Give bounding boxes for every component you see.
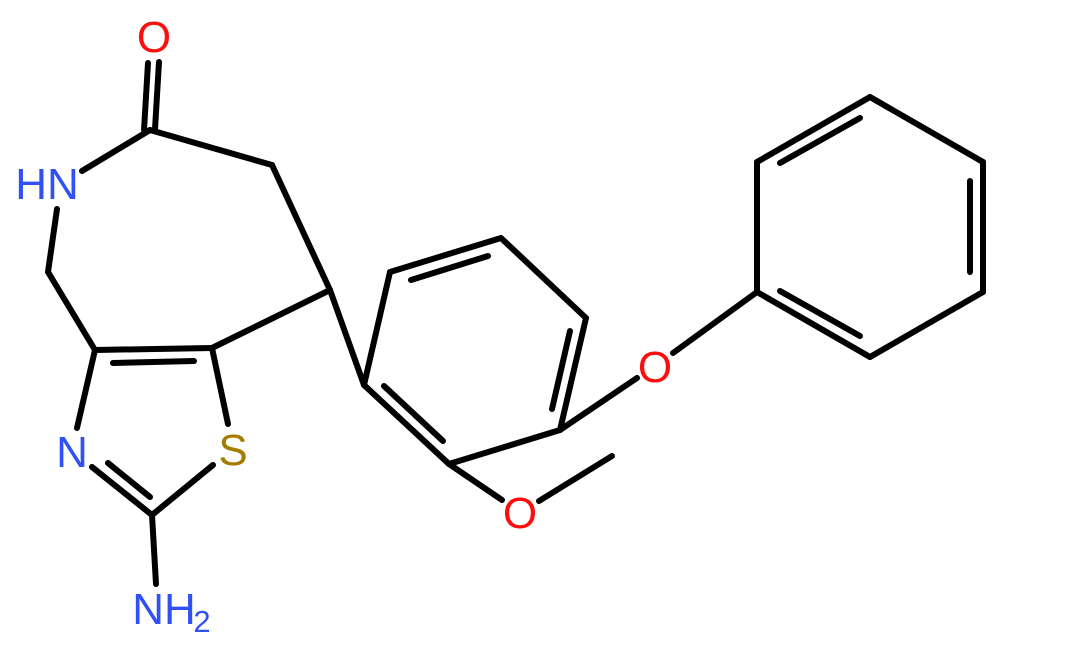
ether-bonds: [446, 289, 760, 504]
bond: [557, 375, 640, 433]
atom-labels: O HN N S NH 2 O O: [15, 13, 672, 639]
bond: [74, 347, 98, 431]
bond: [209, 345, 231, 427]
bond-inner-double: [381, 383, 446, 444]
bond: [446, 461, 505, 503]
bond-inner-double: [777, 288, 863, 339]
bond: [557, 315, 589, 433]
bond: [327, 287, 367, 388]
bond: [149, 462, 216, 518]
atom-label-ether-oxygen-upper: O: [638, 343, 672, 392]
bond-carbonyl-double: [152, 59, 162, 132]
bond: [269, 162, 333, 293]
atom-label-amine-nh2-subscript: 2: [193, 604, 210, 639]
bond-methyl: [536, 453, 615, 504]
bond-inner-double: [549, 328, 573, 412]
atom-label-amide-nh: HN: [15, 160, 79, 209]
bond: [498, 235, 589, 321]
thiazole-ring-bonds: [74, 345, 231, 587]
bond: [867, 289, 986, 360]
bond: [79, 127, 153, 174]
atom-label-thiazole-nitrogen: N: [56, 428, 88, 477]
bond: [147, 127, 275, 168]
lactam-ring-bonds: [45, 59, 333, 353]
bond-inner-double: [408, 253, 491, 283]
bond: [45, 206, 60, 275]
bond: [446, 427, 563, 467]
bond: [361, 382, 452, 467]
bond-inner-double: [105, 460, 153, 500]
bond-carbonyl-double: [141, 60, 151, 133]
bond: [89, 464, 155, 518]
bond: [361, 269, 393, 388]
atom-label-carbonyl-oxygen: O: [137, 13, 171, 62]
bond: [92, 345, 215, 353]
bond: [867, 94, 986, 165]
bond: [754, 94, 873, 165]
atom-label-amine-nh2: NH: [132, 585, 196, 634]
bond: [670, 289, 760, 356]
atom-label-thiazole-sulfur: S: [218, 426, 247, 475]
bond: [754, 289, 873, 360]
atom-label-ether-oxygen-lower: O: [503, 489, 537, 538]
bond-inner-double: [110, 358, 197, 366]
central-benzene-ring: [327, 235, 589, 467]
pendant-phenyl-ring: [754, 94, 986, 360]
bond: [209, 287, 333, 351]
bond: [45, 269, 98, 353]
bond-amine: [149, 512, 159, 587]
bond: [387, 235, 504, 275]
bond-inner-double: [777, 115, 863, 166]
